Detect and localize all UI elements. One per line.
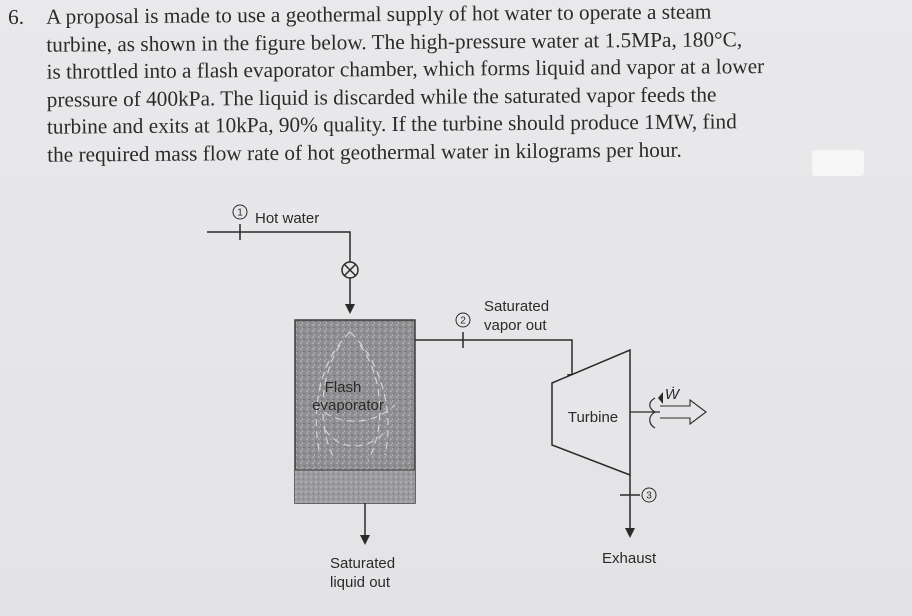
redaction-box <box>812 150 864 176</box>
work-output-arrow-icon <box>660 398 707 426</box>
state-3-marker: 3 <box>641 487 657 503</box>
work-label: Ẇ <box>665 386 681 403</box>
exhaust-pipe <box>620 475 640 532</box>
turbine: Turbine <box>551 348 631 477</box>
rotation-arrow-icon <box>658 392 663 404</box>
saturated-liquid-label: Saturated <box>330 555 395 572</box>
exhaust-label: Exhaust <box>602 550 657 567</box>
liquid-out-label: liquid out <box>330 574 391 591</box>
state-1-label: 1 <box>237 208 243 219</box>
exhaust-arrow <box>625 528 635 538</box>
vapor-out-label: vapor out <box>484 317 547 334</box>
shaft-icon <box>630 397 660 429</box>
vapor-pipe <box>415 332 573 378</box>
liquid-out-arrow <box>360 535 370 545</box>
hot-water-label: Hot water <box>255 210 319 227</box>
state-1-marker: 1 <box>232 204 248 220</box>
evaporator-label: evaporator <box>312 397 384 414</box>
state-2-marker: 2 <box>455 312 471 328</box>
flash-evaporator-tank: Flash evaporator <box>294 319 416 504</box>
saturated-vapor-label: Saturated <box>484 298 549 315</box>
inlet-arrow <box>345 304 355 314</box>
state-2-label: 2 <box>460 316 466 327</box>
turbine-label: Turbine <box>568 409 618 426</box>
state-3-label: 3 <box>646 491 652 502</box>
flash-label: Flash <box>325 379 362 396</box>
inlet-pipe <box>207 224 351 310</box>
throttle-valve-icon <box>341 261 359 279</box>
